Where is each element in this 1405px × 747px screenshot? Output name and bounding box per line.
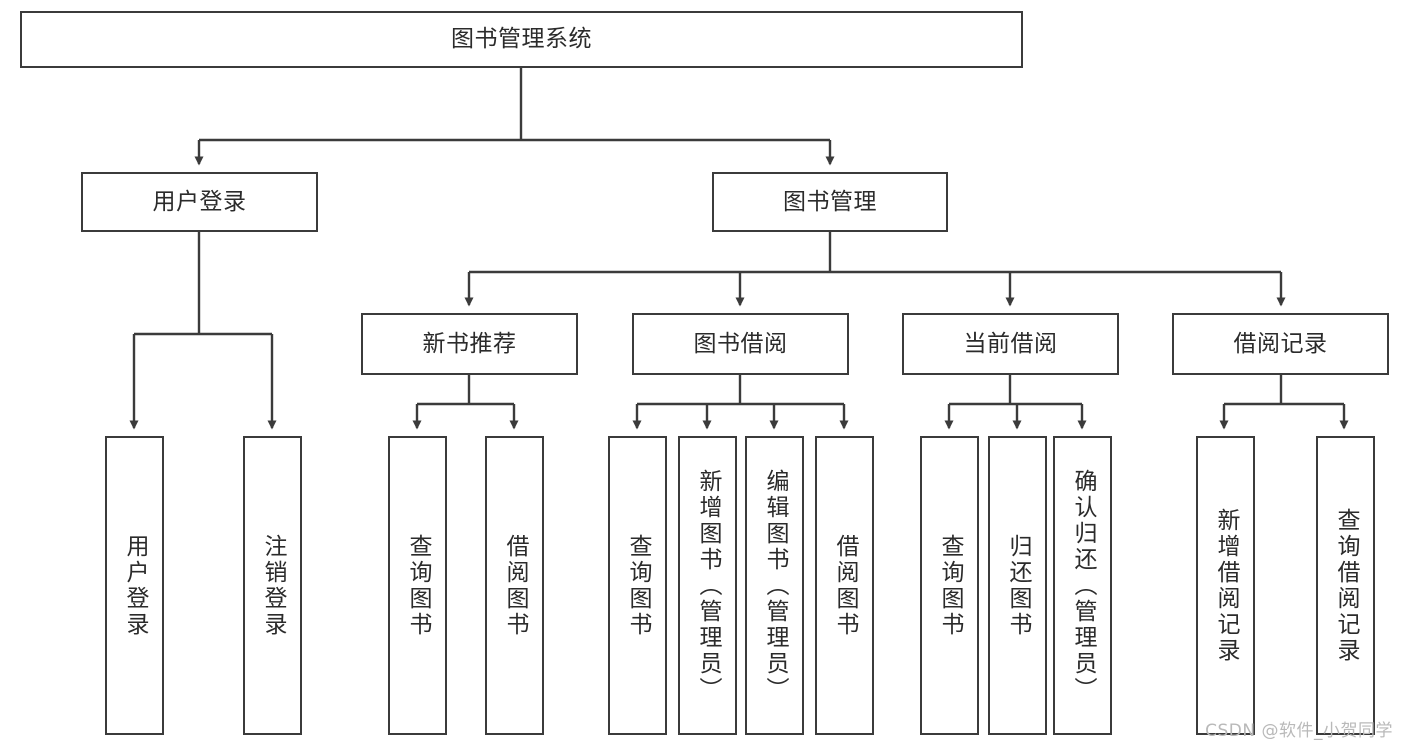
leaf-logout-login[interactable]: 注销登录 <box>243 436 302 735</box>
leaf-add-book-admin[interactable]: 新增图书（管理员） <box>678 436 737 735</box>
leaf-confirm-return-admin[interactable]: 确认归还（管理员） <box>1053 436 1112 735</box>
node-label: 新增图书（管理员） <box>695 468 721 703</box>
leaf-query-book-recommend[interactable]: 查询图书 <box>388 436 447 735</box>
node-label: 图书管理 <box>783 188 877 215</box>
csdn-watermark: CSDN @软件_小贺同学 <box>1205 721 1393 741</box>
node-label: 查询图书 <box>937 533 963 638</box>
node-borrowing-record[interactable]: 借阅记录 <box>1172 313 1389 375</box>
leaf-borrow-book[interactable]: 借阅图书 <box>815 436 874 735</box>
leaf-add-borrow-record[interactable]: 新增借阅记录 <box>1196 436 1255 735</box>
node-new-book-recommendation[interactable]: 新书推荐 <box>361 313 578 375</box>
node-label: 图书借阅 <box>693 330 788 357</box>
node-label: 编辑图书（管理员） <box>762 468 788 703</box>
leaf-return-book[interactable]: 归还图书 <box>988 436 1047 735</box>
leaf-query-book-borrow[interactable]: 查询图书 <box>608 436 667 735</box>
node-label: 归还图书 <box>1005 533 1031 638</box>
node-label: 新增借阅记录 <box>1213 507 1239 664</box>
node-user-login[interactable]: 用户登录 <box>81 172 318 232</box>
leaf-user-login[interactable]: 用户登录 <box>105 436 164 735</box>
leaf-query-borrow-record[interactable]: 查询借阅记录 <box>1316 436 1375 735</box>
node-label: 借阅图书 <box>832 533 858 638</box>
node-label: 图书管理系统 <box>451 26 592 53</box>
node-label: 用户登录 <box>152 188 247 215</box>
leaf-borrow-book-recommend[interactable]: 借阅图书 <box>485 436 544 735</box>
node-label: 注销登录 <box>260 533 286 638</box>
node-label: 借阅图书 <box>502 533 528 638</box>
node-current-borrowing[interactable]: 当前借阅 <box>902 313 1119 375</box>
node-label: 查询借阅记录 <box>1333 507 1359 664</box>
node-label: 用户登录 <box>122 533 148 638</box>
node-label: 查询图书 <box>625 533 651 638</box>
leaf-query-book-current[interactable]: 查询图书 <box>920 436 979 735</box>
node-label: 借阅记录 <box>1233 330 1328 357</box>
node-label: 新书推荐 <box>422 330 517 357</box>
node-book-borrowing[interactable]: 图书借阅 <box>632 313 849 375</box>
node-label: 当前借阅 <box>963 330 1058 357</box>
leaf-edit-book-admin[interactable]: 编辑图书（管理员） <box>745 436 804 735</box>
node-label: 确认归还（管理员） <box>1070 468 1096 703</box>
node-root-book-management-system[interactable]: 图书管理系统 <box>20 11 1023 68</box>
node-label: 查询图书 <box>405 533 431 638</box>
node-book-management[interactable]: 图书管理 <box>712 172 948 232</box>
